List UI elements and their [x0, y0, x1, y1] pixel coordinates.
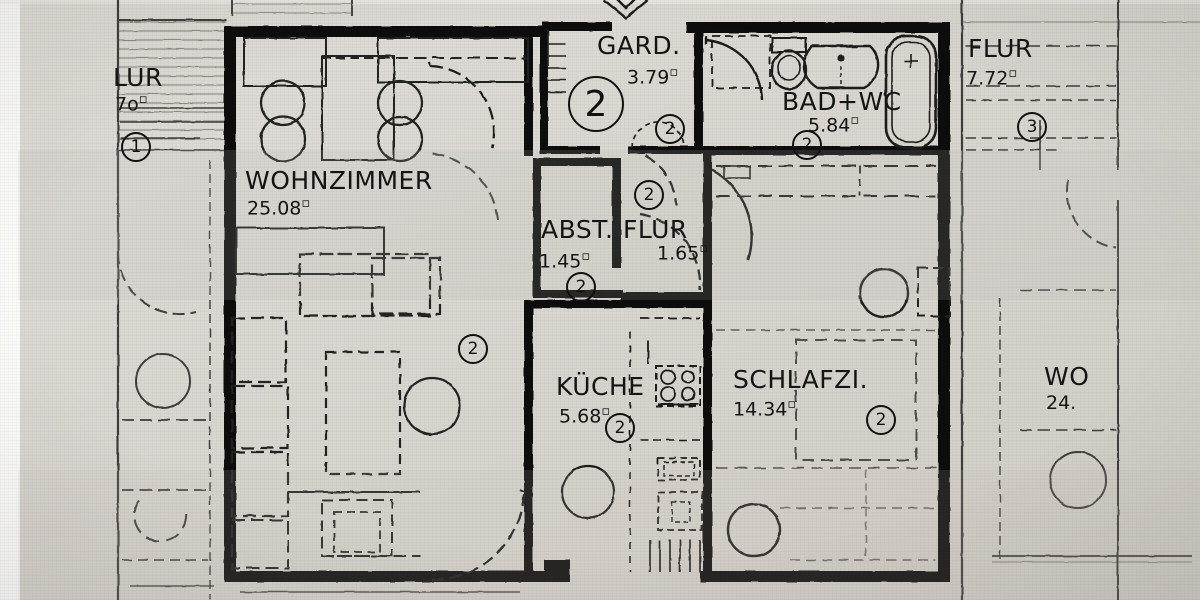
area-value-wohnzimmer: 25.08: [247, 197, 302, 220]
room-area-schlafzi: 14.34▫: [733, 397, 796, 420]
kitchen-fixtures: [536, 308, 703, 572]
room-label-bad-wc: BAD+WC: [782, 87, 902, 116]
room-area-bad-wc: 5.84▫: [808, 113, 859, 136]
plan-linework: [116, 0, 1200, 600]
living-room-furniture: [230, 37, 529, 569]
neighbor-right-unit: [960, 0, 1200, 600]
area-value-flur-right: 7.72: [966, 67, 1009, 90]
area-value-bad-wc: 5.84: [808, 114, 851, 137]
unit-marker-bad-wc: 2: [792, 130, 822, 160]
room-area-abst: 1.45▫: [539, 249, 590, 272]
unit-marker-flur-right: 3: [1017, 112, 1047, 142]
neighbor-area-flur-left: 7o▫: [115, 92, 148, 115]
area-unit-icon: ▫: [301, 196, 311, 211]
room-label-schlafzi: SCHLAFZI.: [733, 365, 869, 394]
area-unit-icon: ▫: [850, 113, 860, 128]
unit-marker-gard: 2: [568, 76, 624, 132]
area-unit-icon: ▫: [787, 397, 797, 412]
gard-details: [547, 30, 566, 93]
unit-marker-wohnzimmer: 2: [458, 334, 488, 364]
bedroom-furniture: [716, 165, 951, 561]
area-unit-icon: ▫: [581, 249, 591, 264]
area-unit-icon: ▫: [699, 241, 709, 256]
unit-marker-flur-left: 1: [121, 132, 151, 162]
area-value-abst: 1.45: [539, 250, 582, 273]
door-swings: [427, 36, 764, 582]
area-unit-icon: ▫: [669, 65, 679, 80]
area-value-gard: 3.79: [627, 66, 670, 89]
room-area-flur: 1.65▫: [657, 241, 708, 264]
neighbor-bottom-strip: [130, 585, 520, 593]
unit-marker-kueche: 2: [605, 413, 635, 443]
entry-arrow: [603, 0, 649, 20]
area-value-kueche: 5.68: [559, 405, 602, 428]
area-unit-icon: ▫: [1008, 66, 1018, 81]
neighbor-left-unit: [116, 0, 226, 600]
area-unit-icon: ▫: [601, 404, 611, 419]
area-value-flur-left: 7o: [115, 93, 139, 116]
neighbor-label-flur-right: FLUR: [968, 34, 1033, 63]
room-label-wohnzimmer: WOHNZIMMER: [245, 166, 433, 195]
neighbor-top-left-unit: [231, 0, 353, 16]
unit-marker-flur: 2: [634, 180, 664, 210]
room-label-flur: FLUR: [623, 215, 688, 244]
neighbor-label-wohn-right: WO: [1044, 362, 1090, 391]
unit-marker-abst: 2: [566, 272, 596, 302]
area-value-schlafzi: 14.34: [733, 398, 788, 421]
room-area-gard: 3.79▫: [627, 65, 678, 88]
room-area-kueche: 5.68▫: [559, 404, 610, 427]
room-label-gard: GARD.: [597, 31, 681, 60]
area-value-flur: 1.65: [657, 242, 700, 265]
interior-walls: [524, 22, 943, 572]
room-label-kueche: KÜCHE: [556, 372, 645, 401]
neighbor-area-wohn-right: 24.: [1046, 392, 1077, 414]
unit-marker-gard-hall: 2: [655, 114, 685, 144]
bathroom-fixtures: [711, 34, 938, 150]
room-label-abst: ABST.: [541, 215, 614, 244]
neighbor-label-flur-left: LUR: [113, 63, 163, 92]
unit-marker-schlafzi: 2: [866, 405, 896, 435]
area-unit-icon: ▫: [138, 92, 148, 107]
room-area-wohnzimmer: 25.08▫: [247, 196, 310, 219]
neighbor-area-flur-right: 7.72▫: [966, 66, 1017, 89]
